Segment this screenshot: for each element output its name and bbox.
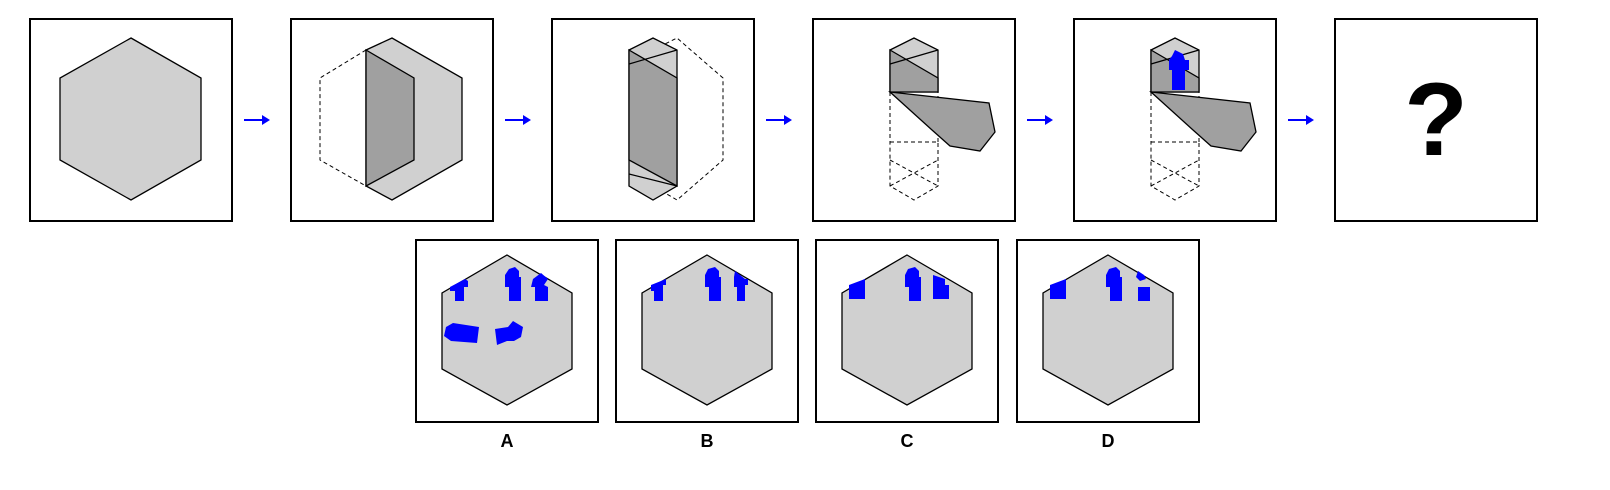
step-3-fold-diagram xyxy=(628,37,724,201)
option-b-label: B xyxy=(700,431,714,451)
step-5-cut-diagram xyxy=(1149,37,1257,201)
arrow-icon xyxy=(766,115,792,125)
step-2-panel xyxy=(290,18,494,222)
option-d-label: D xyxy=(1101,431,1115,451)
arrow-icon xyxy=(1288,115,1314,125)
option-b[interactable] xyxy=(615,239,799,423)
arrow-icon xyxy=(1027,115,1053,125)
step-3-panel xyxy=(551,18,755,222)
answer-panel: ? xyxy=(1334,18,1538,222)
option-d[interactable] xyxy=(1016,239,1200,423)
option-a[interactable] xyxy=(415,239,599,423)
step-5-panel xyxy=(1073,18,1277,222)
option-d-figure xyxy=(1042,254,1174,406)
cut-shape xyxy=(1169,50,1189,90)
option-c[interactable] xyxy=(815,239,999,423)
option-b-figure xyxy=(641,254,773,406)
arrow-icon xyxy=(244,115,270,125)
step-1-hexagon xyxy=(59,37,202,201)
step-4-panel xyxy=(812,18,1016,222)
step-1-panel xyxy=(29,18,233,222)
step-2-fold-diagram xyxy=(319,37,463,201)
step-4-fold-diagram xyxy=(888,37,996,201)
option-c-figure xyxy=(841,254,973,406)
option-c-label: C xyxy=(900,431,914,451)
option-a-figure xyxy=(441,254,573,406)
arrow-icon xyxy=(505,115,531,125)
option-a-label: A xyxy=(500,431,514,451)
question-mark: ? xyxy=(1404,62,1468,178)
